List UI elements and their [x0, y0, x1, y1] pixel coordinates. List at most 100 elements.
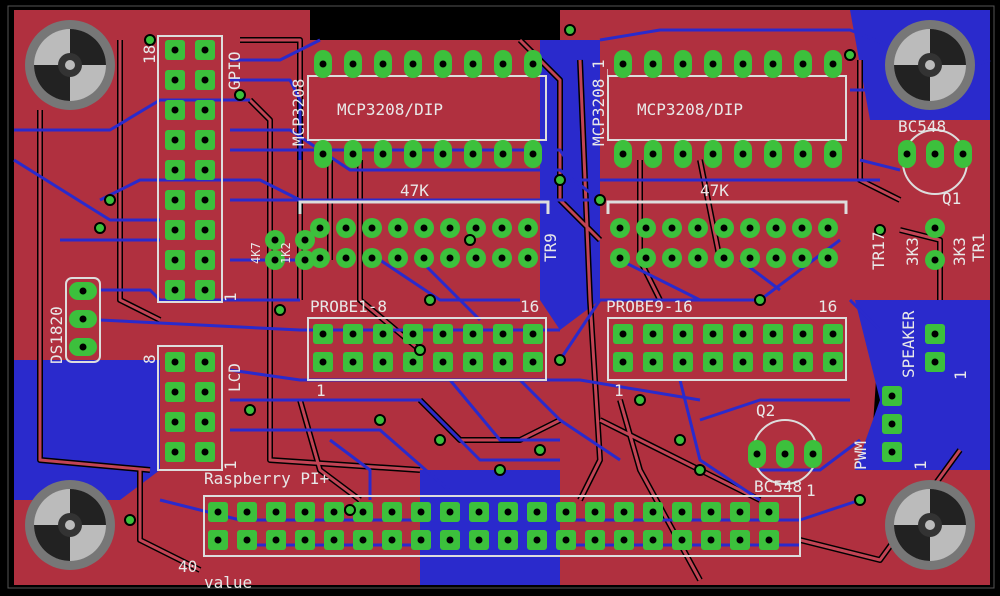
mcp-pad — [644, 140, 662, 168]
rpi-pad — [614, 502, 634, 522]
mcp-pad — [734, 140, 752, 168]
rpi-pad — [556, 530, 576, 550]
speaker-pad — [925, 352, 945, 372]
label-probe-left: PROBE1-8 — [310, 297, 387, 316]
mcp-pad — [344, 140, 362, 168]
mounting-hole-tr — [885, 20, 975, 110]
q2-pad — [776, 440, 794, 468]
lcd-header-outline — [157, 345, 223, 471]
gpio-pad — [165, 220, 185, 240]
top-trace — [248, 98, 421, 472]
probe-pad — [673, 352, 693, 372]
lcd-pad — [195, 442, 215, 462]
q2-pad — [804, 440, 822, 468]
bottom-trace — [558, 238, 841, 361]
mounting-hole-bl — [25, 480, 115, 570]
mcp-pad — [374, 140, 392, 168]
rpi-pad — [295, 502, 315, 522]
mcp-pad — [464, 50, 482, 78]
resnet-pad — [414, 218, 434, 238]
mcp-pad — [674, 50, 692, 78]
label-lcd-pin8: 8 — [140, 354, 159, 364]
mcp-left-outline — [307, 75, 547, 141]
resistor-pad — [265, 250, 285, 270]
resnet-right-bracket — [606, 200, 848, 214]
label-1k2: 1K2 — [279, 242, 293, 264]
rpi-pad — [759, 502, 779, 522]
label-probe-right-16: 16 — [818, 297, 837, 316]
bottom-trace — [159, 498, 861, 522]
mcp-pad — [404, 50, 422, 78]
mcp-pad — [314, 50, 332, 78]
rpi-pad — [556, 502, 576, 522]
resnet-pad — [440, 218, 460, 238]
ds1820-pad — [69, 310, 97, 328]
resnet-pad — [740, 218, 760, 238]
via — [434, 434, 446, 446]
rpi-pad — [440, 530, 460, 550]
resnet-pad — [518, 218, 538, 238]
probe-pad — [733, 352, 753, 372]
probe-pad — [613, 352, 633, 372]
resnet-pad — [792, 218, 812, 238]
rpi-pad — [266, 530, 286, 550]
top-trace — [298, 399, 361, 502]
bottom-trace — [448, 379, 560, 442]
resistor-pad — [265, 230, 285, 250]
via — [344, 504, 356, 516]
rpi-pad — [266, 502, 286, 522]
pads — [69, 24, 972, 550]
via — [534, 444, 546, 456]
gpio-pad — [165, 280, 185, 300]
label-tr17: TR17 — [869, 231, 888, 270]
r3k3-pad — [925, 218, 945, 238]
via — [234, 89, 246, 101]
bottom-trace — [599, 28, 901, 52]
via — [854, 494, 866, 506]
pwm-pad — [882, 386, 902, 406]
pwm-pad — [882, 414, 902, 434]
label-mcp-right-value: MCP3208/DIP — [637, 100, 743, 119]
rpi-pad — [411, 530, 431, 550]
board-outline — [7, 5, 995, 589]
gpio-pad — [195, 190, 215, 210]
rpi-pad — [382, 530, 402, 550]
top-trace — [138, 470, 201, 572]
mcp-pad — [434, 140, 452, 168]
label-rpi-pin1: 1 — [806, 481, 816, 500]
resnet-pad — [362, 248, 382, 268]
resnet-pad — [688, 248, 708, 268]
probe-pad — [403, 352, 423, 372]
gpio-pad — [165, 190, 185, 210]
resnet-pad — [388, 248, 408, 268]
bottom-trace — [619, 258, 701, 302]
probe-pad — [673, 324, 693, 344]
rpi-pad — [585, 530, 605, 550]
via — [554, 174, 566, 186]
resnet-pad — [310, 248, 330, 268]
resnet-left-bracket — [298, 200, 550, 214]
label-speaker: SPEAKER — [899, 310, 918, 378]
resistor-pad — [295, 230, 315, 250]
resnet-pad — [792, 248, 812, 268]
mcp-pad — [764, 50, 782, 78]
via — [464, 234, 476, 246]
rpi-pad — [440, 502, 460, 522]
bottom-trace — [230, 38, 321, 62]
top-trace — [358, 160, 421, 352]
gpio-pad — [195, 130, 215, 150]
bottom-trace — [379, 258, 520, 302]
mcp-right-outline — [607, 75, 847, 141]
resnet-pad — [388, 218, 408, 238]
mcp-pad — [494, 50, 512, 78]
rpi-pad — [730, 530, 750, 550]
mcp-pad — [794, 50, 812, 78]
probe-pad — [433, 324, 453, 344]
lcd-pad — [195, 352, 215, 372]
gpio-pad — [195, 70, 215, 90]
bottom-trace — [230, 398, 560, 462]
via — [634, 394, 646, 406]
resnet-pad — [492, 218, 512, 238]
bottom-trace — [518, 378, 621, 462]
resnet-pad — [610, 248, 630, 268]
